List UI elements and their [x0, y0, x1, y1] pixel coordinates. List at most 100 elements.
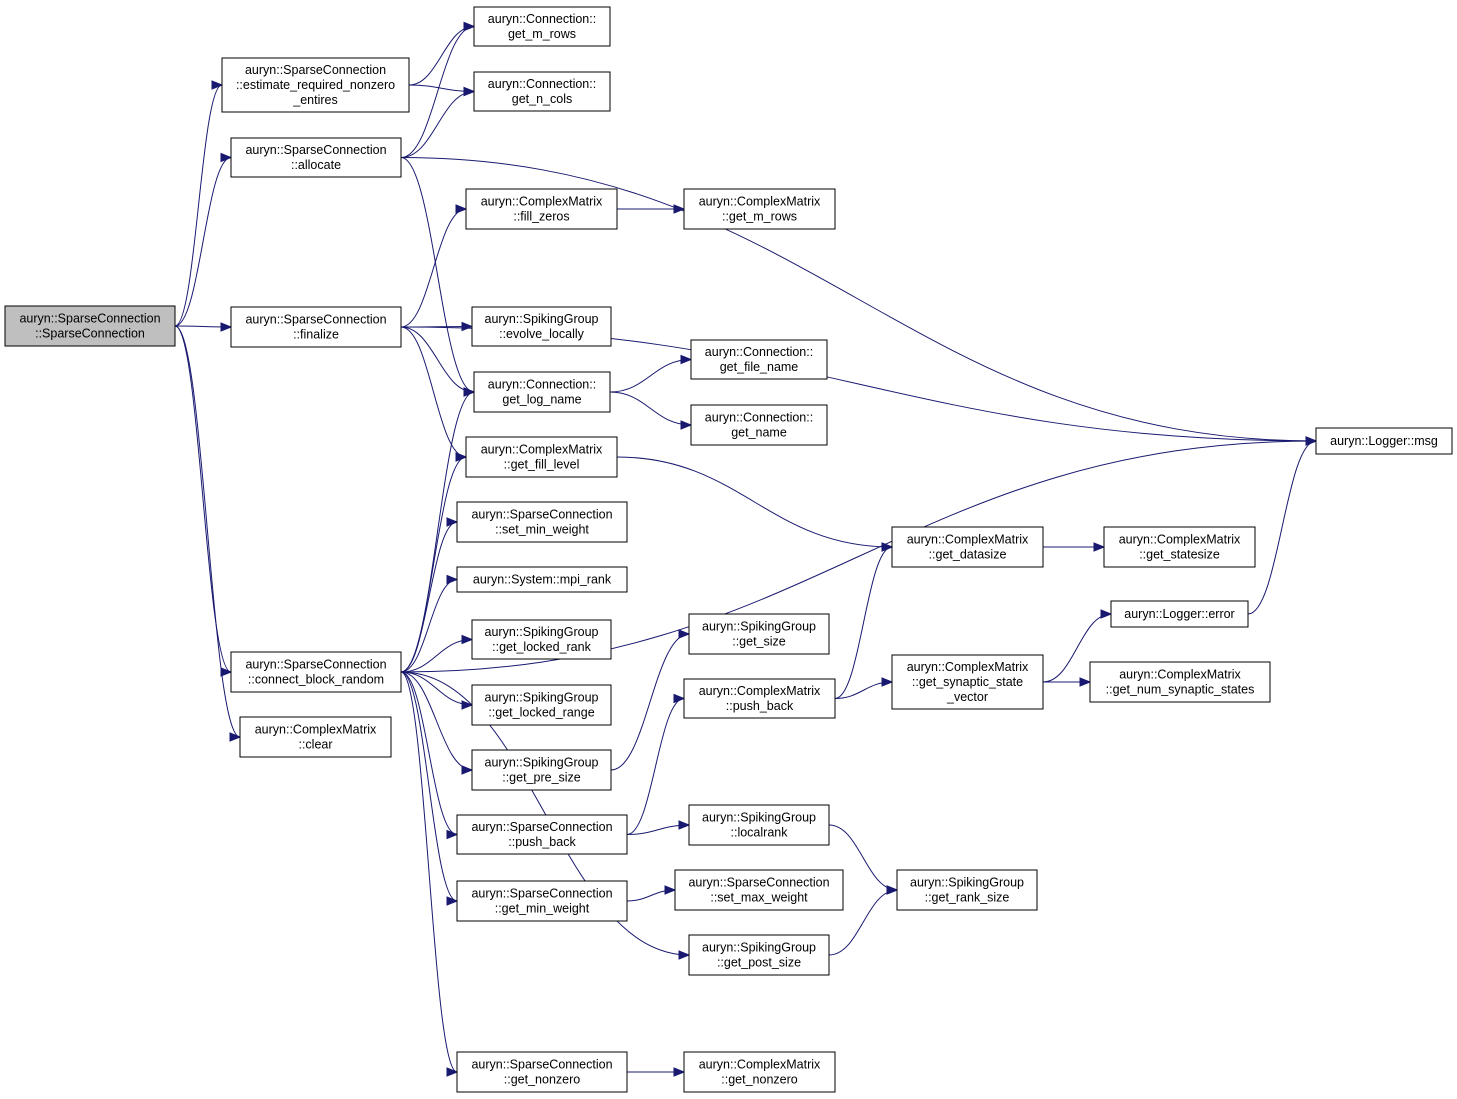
node-box — [456, 1051, 628, 1093]
node-estimate[interactable]: auryn::SparseConnection::estimate_requir… — [221, 57, 410, 113]
node-label-line: ::finalize — [293, 328, 339, 342]
arrowhead-icon — [680, 420, 693, 430]
node-label-line: auryn::Connection:: — [705, 345, 813, 359]
node-sc_get_nonzero[interactable]: auryn::SparseConnection::get_nonzero — [456, 1051, 628, 1093]
arrowhead-icon — [678, 950, 691, 960]
node-label-line: auryn::ComplexMatrix — [1119, 533, 1241, 547]
node-get_post_size[interactable]: auryn::SpikingGroup::get_post_size — [688, 934, 830, 976]
arrowhead-icon — [446, 1067, 459, 1077]
node-get_locked_range[interactable]: auryn::SpikingGroup::get_locked_range — [471, 684, 612, 726]
node-label-line: ::set_max_weight — [710, 891, 808, 905]
arrowhead-icon — [463, 86, 476, 97]
node-label-line: auryn::ComplexMatrix — [907, 533, 1029, 547]
node-get_datasize[interactable]: auryn::ComplexMatrix::get_datasize — [891, 526, 1044, 568]
edge-line — [609, 359, 692, 393]
node-get_fill_level[interactable]: auryn::ComplexMatrix::get_fill_level — [465, 436, 618, 478]
node-get_name[interactable]: auryn::Connection::get_name — [690, 404, 828, 446]
node-box — [1089, 661, 1271, 703]
edges-layer — [174, 21, 1318, 1077]
edge-line — [400, 208, 467, 328]
node-sg_get_size[interactable]: auryn::SpikingGroup::get_size — [688, 613, 830, 655]
edge-root-to-estimate — [174, 80, 224, 327]
edge-line — [174, 157, 232, 327]
edge-cm_push_back-to-get_synaptic_state_vector — [834, 677, 894, 699]
node-box — [473, 71, 611, 112]
node-label-line: ::localrank — [731, 826, 789, 840]
node-box — [471, 306, 612, 347]
node-cm_push_back[interactable]: auryn::ComplexMatrix::push_back — [683, 678, 836, 719]
node-finalize[interactable]: auryn::SparseConnection::finalize — [230, 306, 402, 348]
arrowhead-icon — [678, 820, 691, 830]
node-get_log_name[interactable]: auryn::Connection::get_log_name — [473, 371, 611, 413]
node-label-line: ::connect_block_random — [248, 673, 384, 687]
node-box — [465, 188, 618, 230]
node-label-line: ::allocate — [291, 158, 341, 172]
edge-sc_get_nonzero-to-cm_get_nonzero — [627, 1067, 686, 1077]
node-label-line: ::get_locked_rank — [492, 640, 591, 654]
arrowhead-icon — [446, 896, 459, 906]
node-connect[interactable]: auryn::SparseConnection::connect_block_r… — [230, 651, 402, 693]
edge-line — [400, 326, 473, 328]
arrowhead-icon — [463, 21, 476, 32]
node-get_file_name[interactable]: auryn::Connection::get_file_name — [690, 339, 828, 380]
node-set_min_weight[interactable]: auryn::SparseConnection::set_min_weight — [456, 501, 628, 543]
node-get_num_synaptic_states[interactable]: auryn::ComplexMatrix::get_num_synaptic_s… — [1089, 661, 1271, 703]
node-box — [456, 566, 628, 593]
edge-connect-to-set_min_weight — [400, 517, 459, 673]
edge-get_synaptic_state_vector-to-get_num_synaptic_states — [1042, 677, 1092, 687]
node-evolve_locally[interactable]: auryn::SpikingGroup::evolve_locally — [471, 306, 612, 347]
node-cm_get_m_rows[interactable]: auryn::ComplexMatrix::get_m_rows — [683, 188, 836, 230]
node-root[interactable]: auryn::SparseConnection::SparseConnectio… — [4, 305, 176, 347]
edge-connect-to-get_fill_level — [400, 452, 468, 673]
node-get_synaptic_state_vector[interactable]: auryn::ComplexMatrix::get_synaptic_state… — [891, 654, 1044, 710]
node-label-line: auryn::SparseConnection — [245, 313, 386, 327]
node-label-line: ::get_synaptic_state — [912, 675, 1023, 689]
edge-line — [400, 26, 475, 158]
node-label-line: ::get_pre_size — [502, 771, 581, 785]
node-conn_get_m_rows[interactable]: auryn::Connection::get_m_rows — [473, 6, 611, 47]
node-get_statesize[interactable]: auryn::ComplexMatrix::get_statesize — [1103, 526, 1256, 568]
node-box — [1103, 526, 1256, 568]
node-mpi_rank[interactable]: auryn::System::mpi_rank — [456, 566, 628, 593]
node-get_rank_size[interactable]: auryn::SpikingGroup::get_rank_size — [896, 869, 1038, 911]
node-label-line: ::get_nonzero — [504, 1073, 580, 1087]
edge-line — [400, 671, 458, 1073]
node-clear[interactable]: auryn::ComplexMatrix::clear — [239, 716, 392, 758]
node-label-line: auryn::ComplexMatrix — [699, 684, 821, 698]
node-label-line: auryn::Connection:: — [488, 12, 596, 26]
arrowhead-icon — [881, 542, 894, 552]
node-set_max_weight[interactable]: auryn::SparseConnection::set_max_weight — [674, 869, 844, 911]
node-box — [688, 804, 830, 846]
node-logger_error[interactable]: auryn::Logger::error — [1110, 600, 1249, 628]
node-label-line: ::get_size — [732, 635, 786, 649]
edge-connect-to-sc_get_nonzero — [400, 671, 459, 1077]
arrowhead-icon — [461, 700, 474, 710]
node-allocate[interactable]: auryn::SparseConnection::allocate — [230, 137, 402, 178]
edge-get_synaptic_state_vector-to-logger_error — [1042, 609, 1113, 683]
node-label-line: ::get_datasize — [929, 548, 1007, 562]
node-fill_zeros[interactable]: auryn::ComplexMatrix::fill_zeros — [465, 188, 618, 230]
node-localrank[interactable]: auryn::SpikingGroup::localrank — [688, 804, 830, 846]
node-label-line: auryn::ComplexMatrix — [907, 660, 1029, 674]
edge-line — [609, 391, 692, 426]
node-box — [471, 619, 612, 660]
edge-line — [174, 325, 241, 738]
node-label-line: auryn::SparseConnection — [245, 143, 386, 157]
node-get_pre_size[interactable]: auryn::SpikingGroup::get_pre_size — [471, 749, 612, 791]
edge-get_log_name-to-get_file_name — [609, 354, 693, 393]
node-label-line: ::push_back — [726, 699, 794, 713]
node-sc_push_back[interactable]: auryn::SparseConnection::push_back — [456, 814, 628, 855]
node-cm_get_nonzero[interactable]: auryn::ComplexMatrix::get_nonzero — [683, 1051, 836, 1093]
node-label-line: auryn::SparseConnection — [245, 63, 386, 77]
node-box — [688, 934, 830, 976]
node-get_min_weight[interactable]: auryn::SparseConnection::get_min_weight — [456, 880, 628, 922]
arrowhead-icon — [220, 152, 233, 163]
node-label-line: auryn::SparseConnection — [245, 658, 386, 672]
edge-line — [616, 456, 893, 548]
edge-get_log_name-to-get_name — [609, 391, 693, 430]
node-conn_get_n_cols[interactable]: auryn::Connection::get_n_cols — [473, 71, 611, 112]
node-get_locked_rank[interactable]: auryn::SpikingGroup::get_locked_rank — [471, 619, 612, 660]
node-label-line: auryn::SpikingGroup — [702, 620, 816, 634]
node-logger_msg[interactable]: auryn::Logger::msg — [1315, 427, 1453, 455]
